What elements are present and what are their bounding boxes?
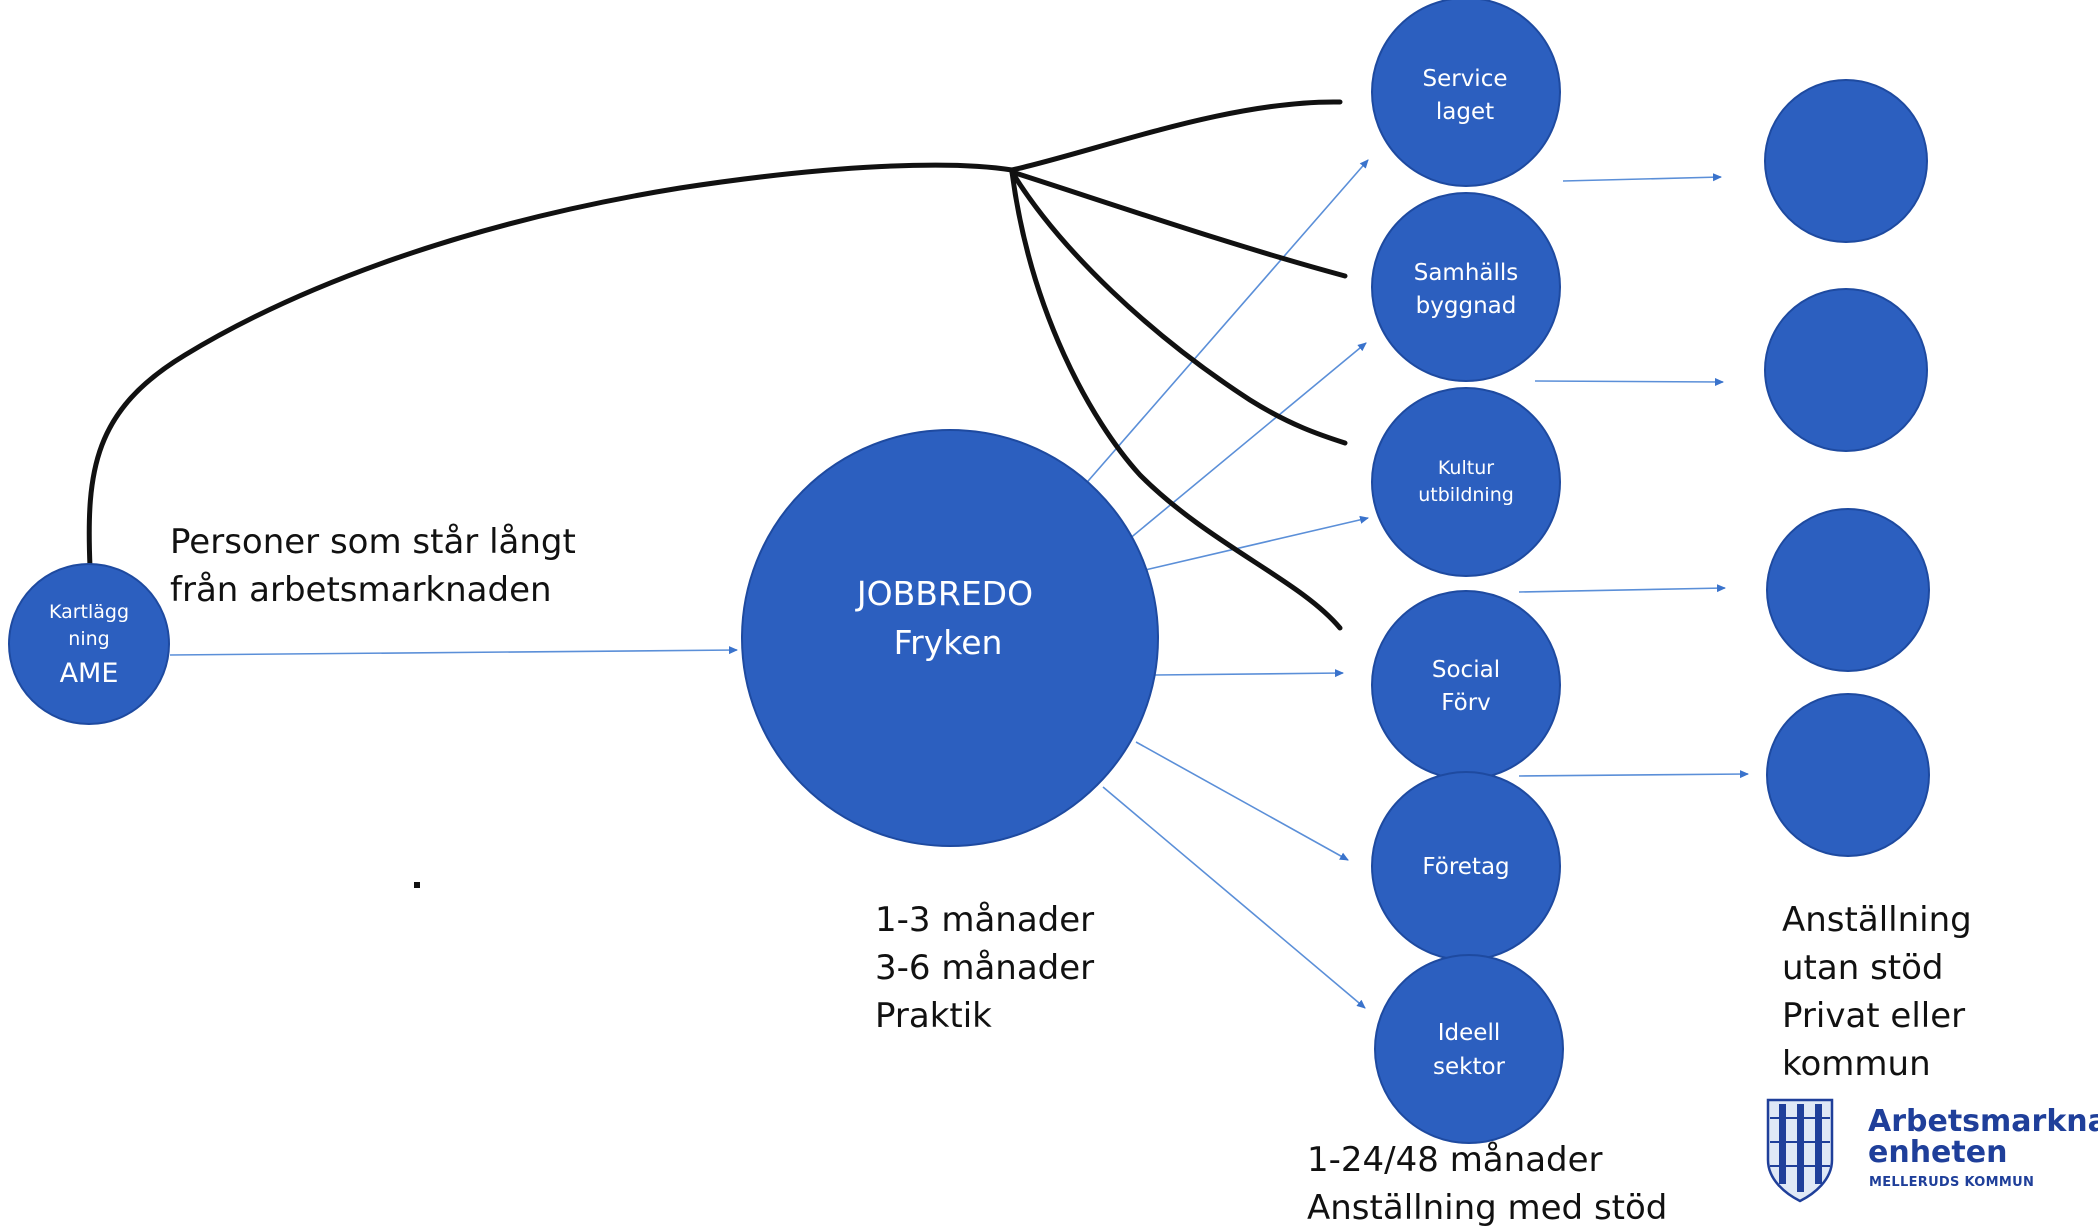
hand-drawn-curve-social	[1009, 169, 1343, 631]
outcome-circle-4	[1766, 693, 1930, 857]
node-kartlaggning-main: AME	[60, 658, 119, 689]
stray-dot	[414, 882, 420, 888]
node-samhalls-line2: byggnad	[1416, 293, 1517, 319]
node-service: Service laget	[1371, 0, 1561, 187]
logo-title: Arbetsmarknads- enheten	[1868, 1106, 2098, 1168]
hand-drawn-curve-samhalls	[1009, 169, 1348, 279]
label-utan-stod-line3: Privat eller	[1782, 996, 1966, 1036]
label-med-stod-line2: Anställning med stöd	[1307, 1188, 1668, 1228]
label-utan-stod-line4: kommun	[1782, 1044, 1931, 1084]
node-kartlaggning: Kartlägg ning AME	[8, 563, 170, 725]
node-kartlaggning-line1: Kartlägg	[49, 601, 129, 623]
arrow-foretag-to-outcome-4	[1518, 770, 1749, 779]
logo-title-line1: Arbetsmarknads-	[1868, 1104, 2098, 1139]
logo-title-line2: enheten	[1868, 1135, 2008, 1170]
node-ideell-line1: Ideell	[1438, 1020, 1500, 1046]
outcome-circle-1	[1764, 79, 1928, 243]
node-kultur-line1: Kultur	[1438, 457, 1494, 479]
node-foretag: Företag	[1371, 771, 1561, 961]
label-personer-line1: Personer som står långt	[170, 522, 576, 562]
label-med-stod-line1: 1-24/48 månader	[1307, 1140, 1603, 1180]
label-personer: Personer som står långt från arbetsmarkn…	[170, 518, 576, 614]
arrow-ame-to-jobbredo	[169, 646, 738, 656]
node-social-line2: Förv	[1441, 690, 1491, 716]
hand-drawn-curve-kultur	[1009, 169, 1348, 446]
node-service-line2: laget	[1436, 99, 1494, 125]
arrow-samhalls-to-outcome-2	[1534, 377, 1724, 386]
label-jobbredo-duration: 1-3 månader 3-6 månader Praktik	[875, 896, 1094, 1040]
node-jobbredo: JOBBREDO Fryken	[741, 429, 1159, 847]
node-kartlaggning-line2: ning	[68, 628, 109, 650]
arrow-jobbredo-to-social	[1154, 669, 1344, 678]
arrow-jobbredo-to-ideell	[1102, 786, 1366, 1009]
node-foretag-line1: Företag	[1422, 854, 1509, 880]
label-personer-line2: från arbetsmarknaden	[170, 570, 552, 610]
node-kultur: Kultur utbildning	[1371, 387, 1561, 577]
node-kultur-line2: utbildning	[1418, 484, 1514, 506]
node-jobbredo-line2: Fryken	[894, 623, 1003, 662]
label-utan-stod-line2: utan stöd	[1782, 948, 1944, 988]
label-utan-stod-line1: Anställning	[1782, 900, 1972, 940]
logo-subtitle: MELLERUDS KOMMUN	[1869, 1175, 2035, 1190]
arrow-jobbredo-to-foretag	[1135, 741, 1349, 861]
node-ideell-line2: sektor	[1433, 1054, 1506, 1080]
arrow-jobbredo-to-samhalls	[1127, 342, 1367, 541]
kommun-shield-icon	[1766, 1098, 1834, 1203]
node-social: Social Förv	[1371, 590, 1561, 780]
label-duration-line3: Praktik	[875, 996, 992, 1036]
node-ideell: Ideell sektor	[1374, 954, 1564, 1144]
label-utan-stod: Anställning utan stöd Privat eller kommu…	[1782, 896, 1972, 1088]
outcome-circle-2	[1764, 288, 1928, 452]
outcome-circle-3	[1766, 508, 1930, 672]
hand-drawn-curve-main	[86, 99, 1343, 570]
node-jobbredo-line1: JOBBREDO	[855, 574, 1033, 613]
node-samhalls-line1: Samhälls	[1414, 260, 1519, 286]
label-med-stod: 1-24/48 månader Anställning med stöd	[1307, 1136, 1667, 1232]
label-duration-line1: 1-3 månader	[875, 900, 1095, 940]
arrow-service-to-outcome-1	[1562, 173, 1722, 182]
arrow-jobbredo-to-kultur	[1144, 515, 1369, 571]
node-service-line1: Service	[1422, 66, 1507, 92]
arrow-social-to-outcome-3	[1518, 584, 1726, 593]
node-social-line1: Social	[1432, 657, 1500, 683]
arrow-jobbredo-to-service	[1081, 159, 1369, 489]
label-duration-line2: 3-6 månader	[875, 948, 1095, 988]
node-samhalls: Samhälls byggnad	[1371, 192, 1561, 382]
